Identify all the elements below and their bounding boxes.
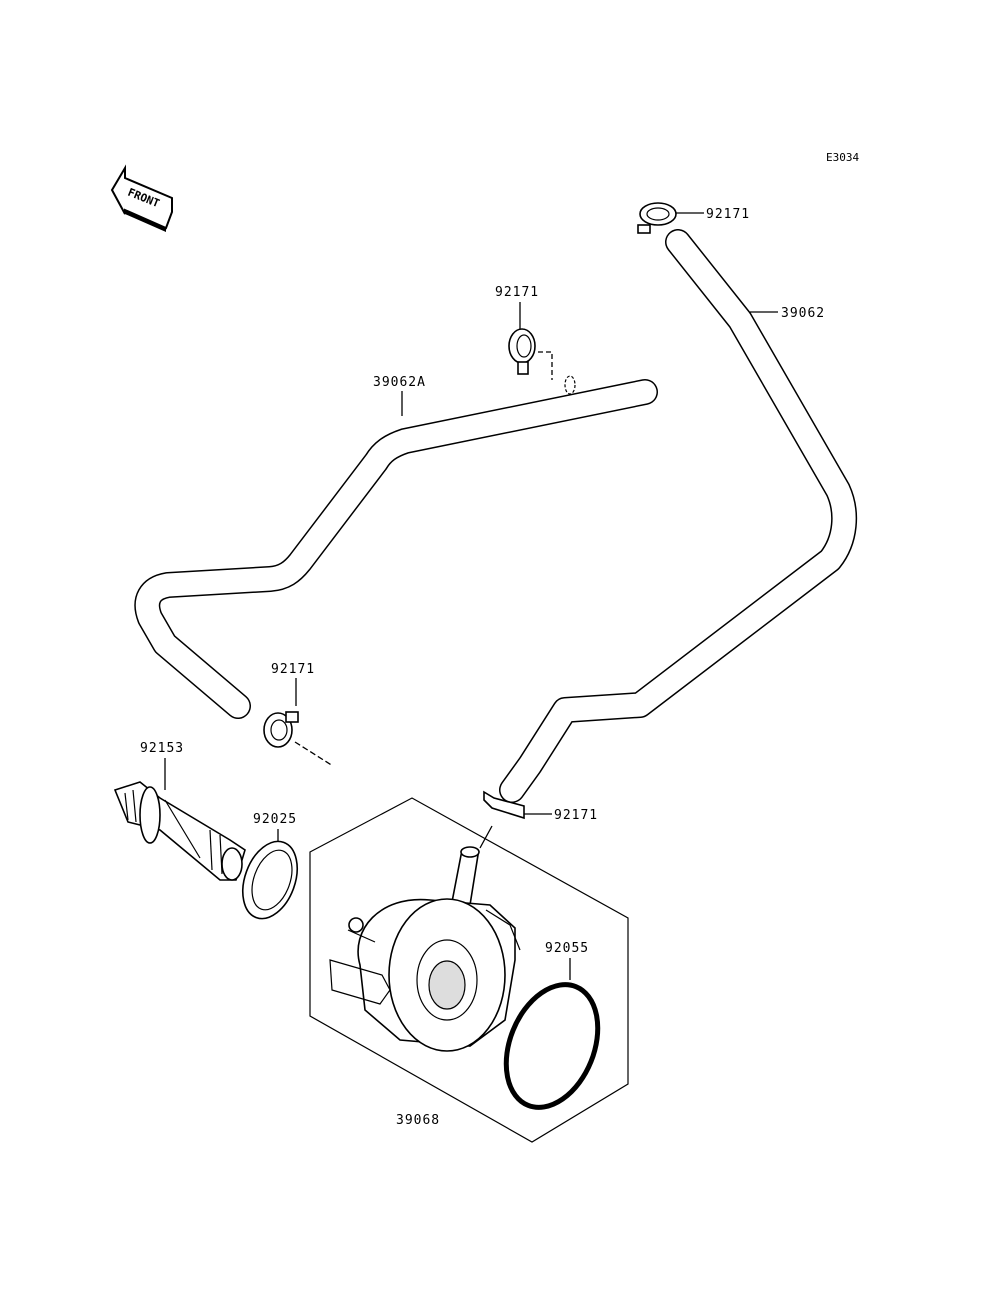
label-oring: 92055 (545, 941, 589, 956)
gasket-92025 (242, 840, 298, 920)
oil-cooler-39068 (329, 846, 521, 1052)
front-arrow-icon: FRONT (110, 164, 173, 232)
clamp-icon (263, 711, 299, 748)
clamp-icon (637, 202, 677, 234)
oring-92055 (503, 982, 601, 1110)
hose-39062 (499, 229, 858, 803)
label-clamp-top-right: 92171 (706, 207, 750, 222)
label-hose-39062A: 39062A (373, 375, 426, 390)
assembly-outline (309, 797, 629, 1143)
clamp-icon (508, 328, 536, 375)
hose-39062A (134, 375, 658, 719)
label-fitting: 92153 (140, 741, 184, 756)
label-gasket: 92025 (253, 812, 297, 827)
label-clamp-left: 92171 (271, 662, 315, 677)
clamp-icon (483, 790, 525, 820)
label-clamp-cooler: 92171 (554, 808, 598, 823)
label-hose-39062: 39062 (781, 306, 825, 321)
fitting-92153 (113, 781, 246, 881)
label-clamp-top-mid: 92171 (495, 285, 539, 300)
label-oil-cooler: 39068 (396, 1113, 440, 1128)
diagram-code: E3034 (826, 151, 859, 164)
